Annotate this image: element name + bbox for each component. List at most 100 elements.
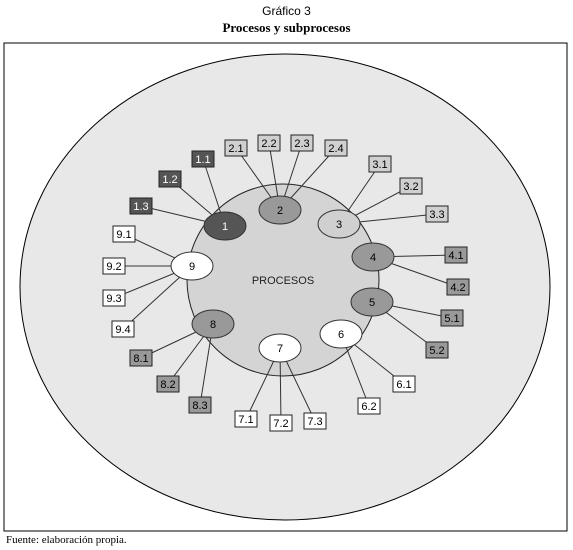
subprocess-label-2.2: 2.2 (261, 138, 276, 150)
subprocess-rect-1.1 (191, 150, 215, 168)
process-node-1: 1 (203, 211, 247, 241)
subprocess-label-5.1: 5.1 (444, 313, 459, 325)
subprocess-box-1.3: 1.3 (129, 197, 153, 215)
subprocess-boxes: 1.1 1.2 1.3 2.1 2.2 2.3 2.4 3.1 3.2 3.3 4.1 4.2 5.1 5… (102, 134, 470, 432)
subprocess-box-5.1: 5.1 (440, 309, 464, 327)
subprocess-box-6.2: 6.2 (357, 397, 381, 415)
process-node-9: 9 (170, 251, 214, 281)
subprocess-label-6.2: 6.2 (361, 401, 376, 413)
figure-title: Procesos y subprocesos (222, 20, 351, 35)
subprocess-label-7.2: 7.2 (273, 418, 288, 430)
subprocess-rect-8.3 (188, 396, 212, 414)
subprocess-box-2.1: 2.1 (224, 139, 248, 157)
process-node-7: 7 (258, 333, 302, 363)
subprocess-label-1.2: 1.2 (162, 174, 177, 186)
subprocess-rect-9.4 (111, 320, 135, 338)
process-nodes: 1 2 3 4 56 7 8 9 (170, 195, 395, 363)
subprocess-label-2.3: 2.3 (294, 138, 309, 150)
subprocess-rect-9.2 (102, 257, 126, 275)
subprocess-label-5.2: 5.2 (429, 345, 444, 357)
subprocess-rect-5.2 (425, 341, 449, 359)
subprocess-label-1.1: 1.1 (195, 154, 210, 166)
subprocess-box-3.3: 3.3 (425, 205, 449, 223)
subprocess-label-9.1: 9.1 (116, 229, 131, 241)
subprocess-rect-9.1 (112, 225, 136, 243)
subprocess-rect-8.1 (129, 349, 153, 367)
subprocess-rect-1.2 (158, 170, 182, 188)
process-ellipse-3 (317, 209, 361, 239)
process-ellipse-8 (191, 309, 235, 339)
process-node-6: 6 (319, 319, 363, 349)
subprocess-box-8.3: 8.3 (188, 396, 212, 414)
process-ellipse-6 (319, 319, 363, 349)
subprocess-box-8.2: 8.2 (156, 375, 180, 393)
subprocess-box-7.1: 7.1 (234, 410, 258, 428)
subprocess-label-8.2: 8.2 (160, 379, 175, 391)
subprocess-rect-8.2 (156, 375, 180, 393)
subprocess-rect-6.2 (357, 397, 381, 415)
subprocess-rect-3.1 (368, 155, 392, 173)
process-label-1: 1 (222, 221, 228, 233)
subprocess-box-6.1: 6.1 (392, 375, 416, 393)
center-label: PROCESOS (252, 275, 314, 287)
subprocess-box-7.2: 7.2 (269, 414, 293, 432)
subprocess-box-7.3: 7.3 (303, 412, 327, 430)
subprocess-box-8.1: 8.1 (129, 349, 153, 367)
process-label-2: 2 (277, 205, 283, 217)
subprocess-label-9.3: 9.3 (106, 293, 121, 305)
subprocess-label-3.3: 3.3 (429, 209, 444, 221)
subprocess-box-4.2: 4.2 (446, 278, 470, 296)
process-node-4: 4 (351, 242, 395, 272)
subprocess-rect-3.2 (399, 177, 423, 195)
process-node-3: 3 (317, 209, 361, 239)
process-ellipse-1 (203, 211, 247, 241)
subprocess-rect-2.3 (290, 134, 314, 152)
subprocess-rect-5.1 (440, 309, 464, 327)
subprocess-box-3.2: 3.2 (399, 177, 423, 195)
process-label-3: 3 (336, 219, 342, 231)
subprocess-rect-4.2 (446, 278, 470, 296)
process-label-7: 7 (277, 343, 283, 355)
subprocess-label-3.2: 3.2 (403, 181, 418, 193)
subprocess-box-5.2: 5.2 (425, 341, 449, 359)
source-note: Fuente: elaboración propia. (6, 534, 127, 546)
subprocess-rect-2.4 (324, 139, 348, 157)
subprocess-box-2.4: 2.4 (324, 139, 348, 157)
figure-label: Gráfico 3 (262, 4, 311, 18)
process-label-4: 4 (370, 252, 376, 264)
subprocess-rect-7.2 (269, 414, 293, 432)
subprocess-rect-7.3 (303, 412, 327, 430)
subprocess-rect-7.1 (234, 410, 258, 428)
subprocess-label-3.1: 3.1 (372, 159, 387, 171)
subprocess-box-9.3: 9.3 (102, 289, 126, 307)
subprocess-box-9.2: 9.2 (102, 257, 126, 275)
subprocess-box-1.2: 1.2 (158, 170, 182, 188)
subprocess-rect-4.1 (444, 246, 468, 264)
subprocess-rect-6.1 (392, 375, 416, 393)
process-label-5: 5 (369, 297, 375, 309)
process-node-5: 5 (350, 287, 394, 317)
process-ellipse-9 (170, 251, 214, 281)
subprocess-label-6.1: 6.1 (396, 379, 411, 391)
subprocess-box-2.2: 2.2 (257, 134, 281, 152)
subprocess-box-9.1: 9.1 (112, 225, 136, 243)
process-ellipse-4 (351, 242, 395, 272)
subprocess-rect-9.3 (102, 289, 126, 307)
subprocess-label-2.4: 2.4 (328, 143, 343, 155)
subprocess-rect-2.2 (257, 134, 281, 152)
subprocess-label-7.3: 7.3 (307, 416, 322, 428)
process-node-2: 2 (258, 195, 302, 225)
process-node-8: 8 (191, 309, 235, 339)
subprocess-box-3.1: 3.1 (368, 155, 392, 173)
subprocess-label-8.3: 8.3 (192, 400, 207, 412)
subprocess-label-8.1: 8.1 (133, 353, 148, 365)
subprocess-box-2.3: 2.3 (290, 134, 314, 152)
process-label-9: 9 (189, 261, 195, 273)
process-ellipse-7 (258, 333, 302, 363)
subprocess-box-4.1: 4.1 (444, 246, 468, 264)
process-ellipse-2 (258, 195, 302, 225)
subprocess-box-1.1: 1.1 (191, 150, 215, 168)
subprocess-box-9.4: 9.4 (111, 320, 135, 338)
process-ellipse-5 (350, 287, 394, 317)
